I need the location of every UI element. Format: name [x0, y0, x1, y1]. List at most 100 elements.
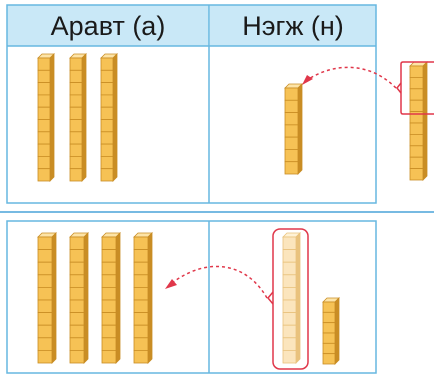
unit-cube [282, 349, 297, 364]
source-bracket [400, 61, 434, 115]
source-tens-rod [409, 61, 428, 181]
unit-cube [409, 168, 424, 181]
unit-cube [101, 274, 117, 288]
unit-cube [37, 337, 53, 351]
unit-cube [101, 286, 117, 301]
unit-cube [133, 324, 149, 339]
rod-side-face [297, 83, 303, 175]
top-ones-rod-cubes [284, 83, 303, 175]
bottom-tens-rod [101, 232, 121, 364]
unit-cube [69, 286, 85, 301]
unit-cube [284, 124, 299, 138]
top-table-tens-header [7, 5, 209, 46]
unit-cube [133, 261, 149, 276]
unit-cube [37, 143, 51, 157]
unit-cube [282, 337, 297, 351]
unit-cube [37, 106, 51, 120]
bottom-bracketed-rod [282, 232, 301, 364]
unit-cube [37, 131, 51, 145]
bracketed-rod-cubes [282, 232, 301, 364]
unit-cube [282, 261, 297, 276]
unit-cube [322, 322, 336, 334]
unit-cube [282, 236, 297, 251]
unit-cube [282, 286, 297, 301]
unit-cube [37, 155, 51, 170]
unit-cube [100, 94, 114, 108]
unit-cube [69, 82, 83, 96]
bottom-bracket [272, 228, 309, 370]
unit-cube [37, 274, 53, 288]
rod-side-face [147, 232, 153, 364]
bottom-ones-rod-cubes [322, 297, 340, 365]
bottom-tens-rod [133, 232, 153, 364]
top-table-ones-header [210, 5, 376, 46]
unit-cube [409, 145, 424, 158]
unit-cube [101, 324, 117, 339]
top-tens-rod [69, 53, 87, 182]
unit-cube [101, 337, 117, 351]
unit-cube [69, 312, 85, 326]
unit-cube [284, 112, 299, 126]
unit-cube [322, 353, 336, 365]
unit-cube [133, 337, 149, 351]
unit-cube [101, 299, 117, 314]
unit-cube [282, 299, 297, 314]
unit-cube [284, 136, 299, 150]
unit-cube [69, 119, 83, 133]
unit-cube [282, 312, 297, 326]
rod-side-face [422, 61, 428, 181]
unit-cube [37, 69, 51, 84]
top-table-border [6, 4, 377, 204]
unit-cube [69, 57, 83, 71]
unit-cube [409, 88, 424, 101]
unit-cube [133, 249, 149, 263]
rod-side-face [115, 232, 121, 364]
unit-cube [100, 106, 114, 120]
unit-cube [37, 94, 51, 108]
unit-cube [37, 312, 53, 326]
unit-cube [69, 261, 85, 276]
unit-cube [69, 299, 85, 314]
unit-cube [69, 324, 85, 339]
unit-cube [133, 274, 149, 288]
unit-cube [37, 299, 53, 314]
unit-cube [69, 155, 83, 170]
unit-cube [100, 143, 114, 157]
rod-side-face [334, 297, 340, 365]
rod-side-face [295, 232, 301, 364]
rod-side-face [83, 232, 89, 364]
unit-cube [101, 236, 117, 251]
unit-cube [69, 168, 83, 182]
unit-cube [282, 324, 297, 339]
unit-cube [322, 311, 336, 324]
unit-cube [37, 119, 51, 133]
source-bracket-notch [396, 82, 402, 94]
top-exchange-arrow [306, 66, 397, 89]
unit-cube [37, 286, 53, 301]
unit-cube [37, 82, 51, 96]
unit-cube [409, 133, 424, 147]
unit-cube [101, 312, 117, 326]
unit-cube [101, 249, 117, 263]
unit-cube [133, 236, 149, 251]
unit-cube [322, 342, 336, 355]
bottom-tens-rod [69, 232, 89, 364]
unit-cube [409, 156, 424, 169]
unit-cube [100, 131, 114, 145]
top-table: Аравт (а) Нэгж (н) [6, 4, 377, 204]
top-tens-rods [37, 53, 118, 182]
unit-cube [100, 168, 114, 182]
unit-cube [69, 236, 85, 251]
unit-cube [69, 143, 83, 157]
unit-cube [37, 236, 53, 251]
unit-cube [37, 57, 51, 71]
unit-cube [69, 106, 83, 120]
unit-cube [100, 57, 114, 71]
unit-cube [282, 274, 297, 288]
bottom-table-border [6, 220, 377, 374]
top-ones-rod [284, 83, 303, 175]
unit-cube [100, 155, 114, 170]
unit-cube [284, 149, 299, 163]
top-arrow-head [302, 75, 313, 85]
